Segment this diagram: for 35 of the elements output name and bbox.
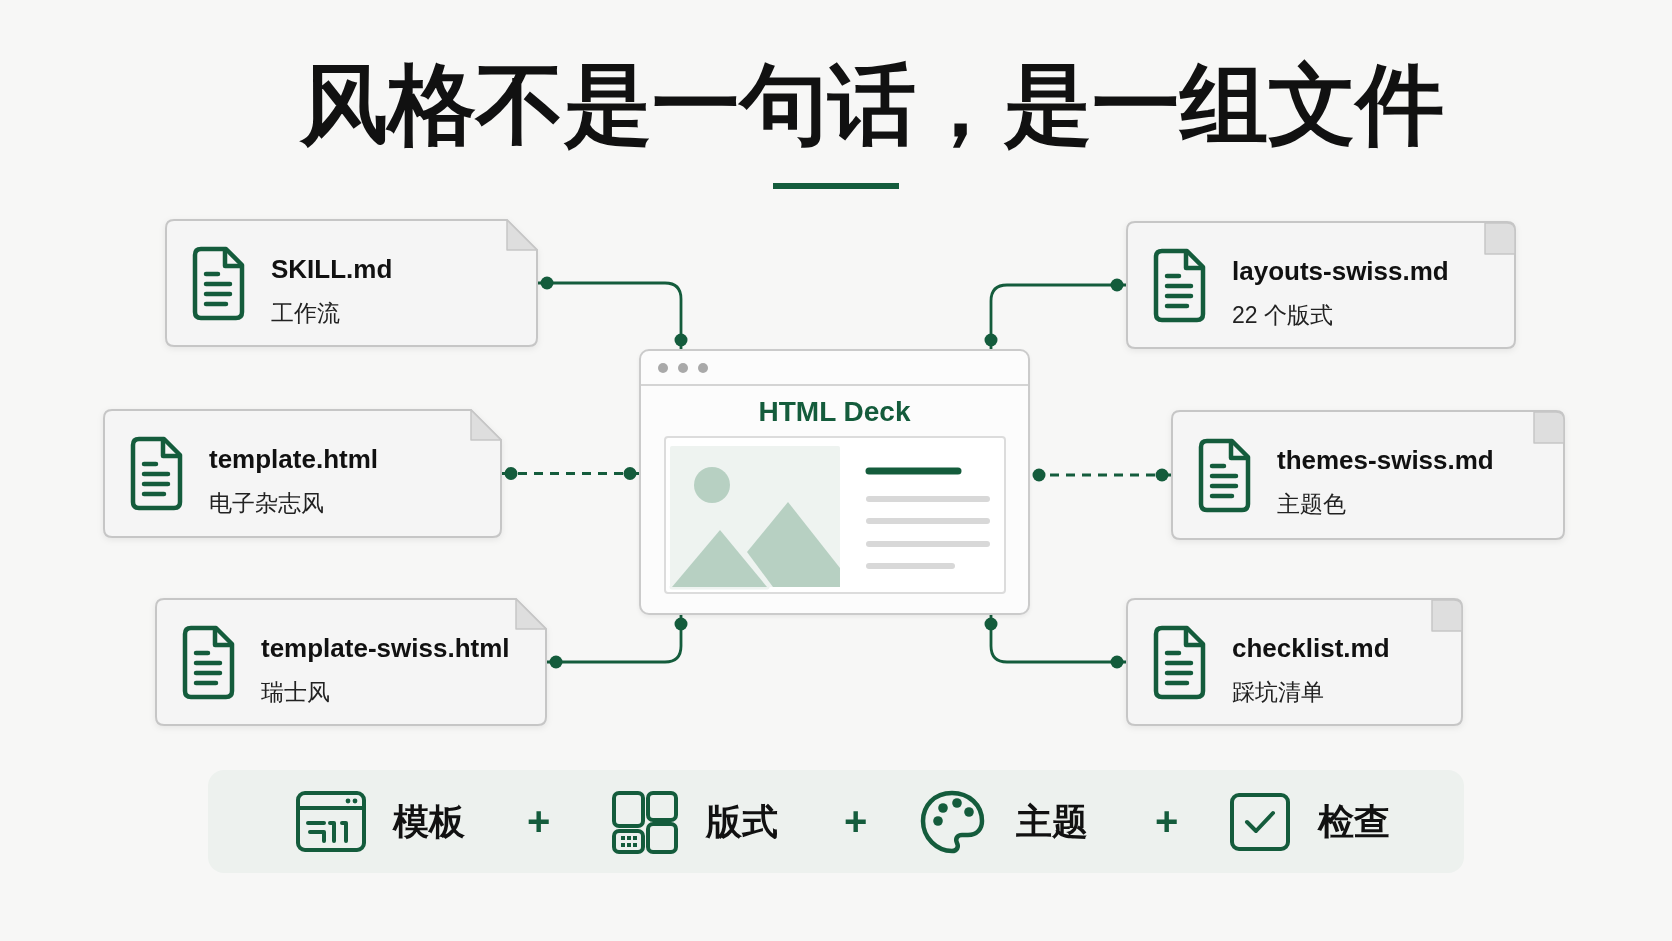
file-name: template.html <box>209 444 379 475</box>
step-label: 模板 <box>393 800 465 843</box>
document-card <box>1171 410 1565 540</box>
browser-window <box>639 349 1030 615</box>
file-name: template-swiss.html <box>261 633 510 664</box>
connector <box>502 467 639 480</box>
file-description: 电子杂志风 <box>209 489 324 517</box>
summary-band <box>208 770 1464 873</box>
file-name: checklist.md <box>1232 633 1390 664</box>
document-card <box>155 598 547 726</box>
file-description: 瑞士风 <box>261 678 330 706</box>
connector <box>547 615 688 669</box>
document-card <box>165 219 538 347</box>
file-name: SKILL.md <box>271 254 393 285</box>
connector <box>984 278 1126 349</box>
plus-sign: + <box>527 801 551 841</box>
document-card <box>103 409 502 538</box>
file-name: layouts-swiss.md <box>1232 256 1449 287</box>
file-description: 工作流 <box>271 299 340 327</box>
step-label: 版式 <box>706 800 778 843</box>
document-card <box>1126 221 1516 349</box>
connector <box>984 615 1126 669</box>
plus-sign: + <box>844 801 868 841</box>
file-name: themes-swiss.md <box>1277 445 1494 476</box>
plus-sign: + <box>1155 801 1179 841</box>
document-card <box>1126 598 1463 726</box>
file-description: 主题色 <box>1277 490 1346 518</box>
connector <box>538 276 688 349</box>
file-description: 22 个版式 <box>1232 301 1333 329</box>
step-label: 检查 <box>1318 800 1390 843</box>
file-description: 踩坑清单 <box>1232 678 1324 706</box>
step-label: 主题 <box>1016 800 1088 843</box>
connector <box>1030 468 1171 482</box>
deck-title: HTML Deck <box>758 395 911 429</box>
title: 风格不是一句话，是一组文件 <box>300 61 1444 149</box>
